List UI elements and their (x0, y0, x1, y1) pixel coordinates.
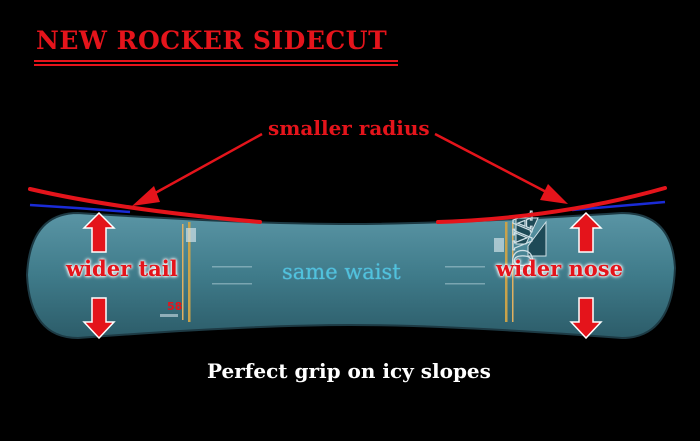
board-tail-number: 58 (167, 300, 182, 313)
down-arrow-icon (82, 297, 116, 340)
pointer-arrow-icon (132, 132, 263, 206)
new-sidecut-left-line (28, 187, 262, 224)
down-arrow-icon (569, 297, 603, 340)
new-sidecut-right-line (436, 186, 667, 224)
wider-nose-label: wider nose (496, 256, 623, 281)
caption: Perfect grip on icy slopes (207, 359, 491, 383)
title-underline (34, 60, 398, 66)
wider-tail-label: wider tail (66, 256, 178, 281)
board-brand-text: OVA (509, 211, 539, 272)
original-sidecut-left-line (29, 203, 131, 214)
board-graphics (160, 217, 547, 322)
up-arrow-icon (82, 211, 116, 253)
pointer-arrow-icon (434, 132, 568, 204)
diagram-title: NEW ROCKER SIDECUT (36, 26, 388, 55)
smaller-radius-label: smaller radius (268, 116, 430, 140)
same-waist-label: same waist (282, 260, 401, 284)
up-arrow-icon (569, 211, 603, 253)
